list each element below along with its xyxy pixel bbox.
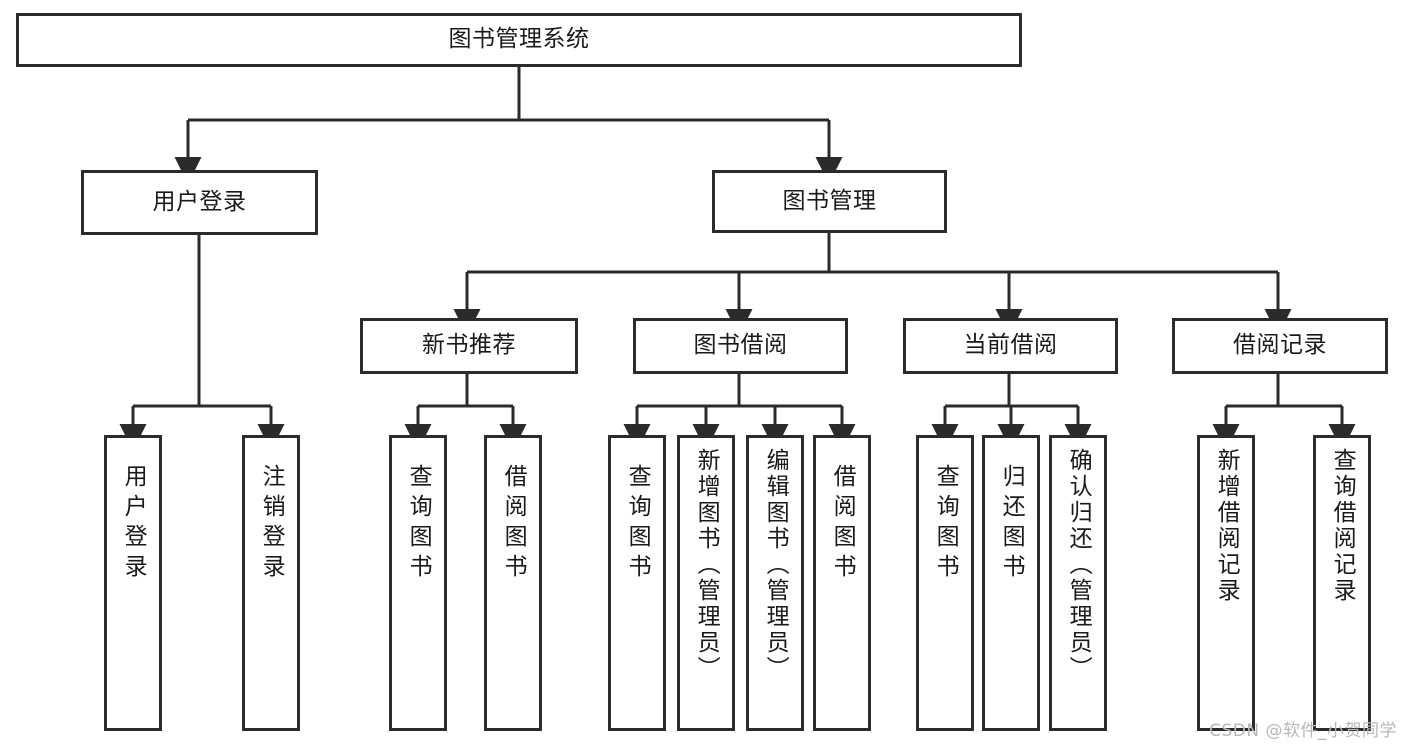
leaf-book-borrow-borrow[interactable]: 借阅图书 <box>813 435 871 731</box>
leaf-label: 查询图书 <box>624 464 651 584</box>
node-book-borrow[interactable]: 图书借阅 <box>633 318 848 374</box>
leaf-label: 用户登录 <box>120 464 147 584</box>
leaf-current-borrow-confirm[interactable]: 确认归还（管理员） <box>1049 435 1107 731</box>
leaf-label: 查询借阅记录 <box>1329 448 1356 604</box>
node-user-login[interactable]: 用户登录 <box>81 170 318 235</box>
leaf-label: 确认归还（管理员） <box>1065 448 1092 682</box>
leaf-label: 注销登录 <box>258 464 285 584</box>
leaf-current-borrow-return[interactable]: 归还图书 <box>982 435 1040 731</box>
leaf-book-borrow-add[interactable]: 新增图书（管理员） <box>677 435 735 731</box>
leaf-label: 归还图书 <box>998 464 1025 584</box>
node-book-management[interactable]: 图书管理 <box>712 170 947 233</box>
leaf-label: 借阅图书 <box>829 464 856 584</box>
leaf-borrow-record-add[interactable]: 新增借阅记录 <box>1197 435 1255 731</box>
leaf-new-book-borrow[interactable]: 借阅图书 <box>484 435 542 731</box>
node-new-book-recommend[interactable]: 新书推荐 <box>360 318 578 374</box>
leaf-label: 新增借阅记录 <box>1213 448 1240 604</box>
csdn-watermark: CSDN @软件_小贺同学 <box>1209 721 1397 741</box>
leaf-book-borrow-edit[interactable]: 编辑图书（管理员） <box>746 435 804 731</box>
leaf-book-borrow-query[interactable]: 查询图书 <box>608 435 666 731</box>
leaf-label: 查询图书 <box>932 464 959 584</box>
leaf-label: 编辑图书（管理员） <box>762 448 789 682</box>
leaf-current-borrow-query[interactable]: 查询图书 <box>916 435 974 731</box>
node-borrow-record[interactable]: 借阅记录 <box>1172 318 1388 374</box>
leaf-label: 新增图书（管理员） <box>693 448 720 682</box>
leaf-label: 查询图书 <box>405 464 432 584</box>
leaf-label: 借阅图书 <box>500 464 527 584</box>
leaf-user-login-logout[interactable]: 注销登录 <box>242 435 300 731</box>
leaf-borrow-record-query[interactable]: 查询借阅记录 <box>1313 435 1371 731</box>
node-root-system[interactable]: 图书管理系统 <box>16 13 1022 67</box>
leaf-new-book-query[interactable]: 查询图书 <box>389 435 447 731</box>
node-current-borrow[interactable]: 当前借阅 <box>903 318 1118 374</box>
leaf-user-login-login[interactable]: 用户登录 <box>104 435 162 731</box>
